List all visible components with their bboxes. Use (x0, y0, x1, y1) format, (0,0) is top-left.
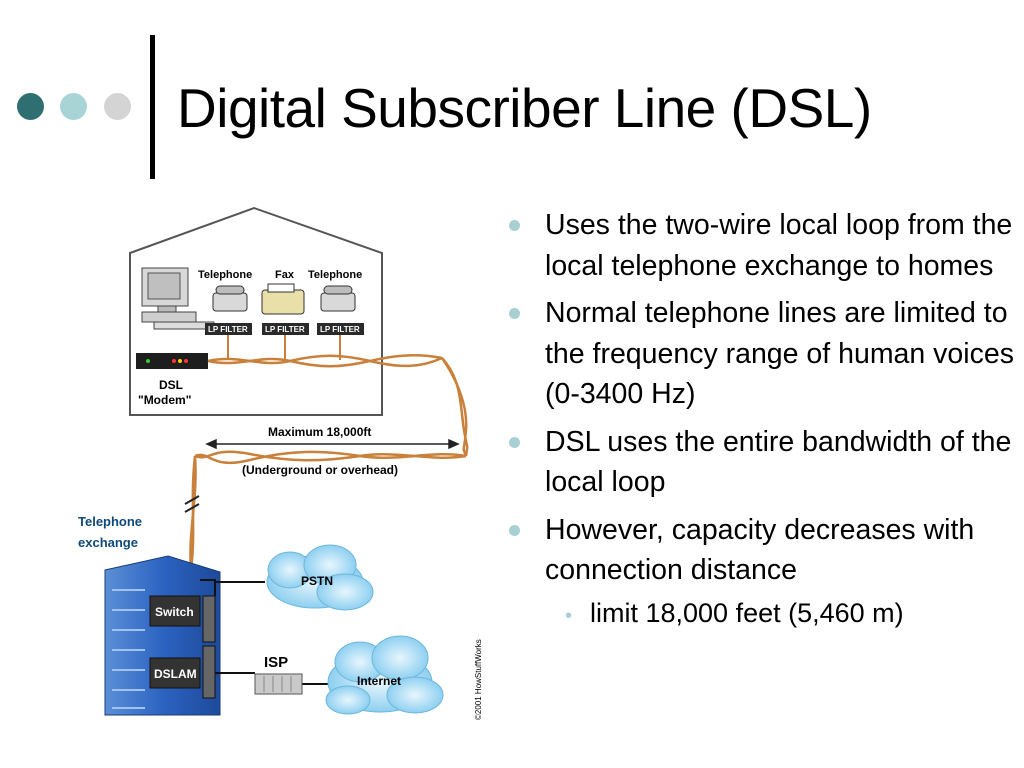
twisted-pair-line (189, 354, 469, 571)
bullet-item-2: Normal telephone lines are limited to th… (509, 293, 1019, 415)
lp-filter-3-label: LP FILTER (320, 325, 360, 334)
bullet-item-1: Uses the two-wire local loop from the lo… (509, 205, 1019, 286)
bullet-dot-grey (104, 93, 131, 120)
bullet-text: However, capacity decreases with connect… (545, 513, 975, 587)
bullet-list: Uses the two-wire local loop from the lo… (509, 205, 1019, 632)
bullet-marker (509, 524, 520, 536)
pstn-cloud (266, 544, 374, 611)
switch-rack (149, 595, 216, 643)
bullet-dot-dark (17, 93, 44, 120)
bullet-item-3: DSL uses the entire bandwidth of the loc… (509, 422, 1019, 503)
dsl-modem-icon (136, 353, 208, 369)
telephone-left-label: Telephone (198, 269, 252, 281)
sub-bullet-text: limit 18,000 feet (5,460 m) (590, 597, 904, 628)
route-label: (Underground or overhead) (242, 463, 398, 477)
pstn-label: PSTN (301, 574, 333, 588)
isp-label: ISP (264, 654, 288, 671)
lp-filter-2-label: LP FILTER (265, 325, 305, 334)
lp-filter-1-label: LP FILTER (208, 325, 248, 334)
switch-label: Switch (155, 605, 194, 619)
fax-icon (261, 283, 305, 315)
distance-label: Maximum 18,000ft (268, 425, 371, 439)
bullet-dot-light (60, 93, 87, 120)
lp-filter-2 (262, 323, 309, 335)
slide-title: Digital Subscriber Line (DSL) (177, 77, 872, 139)
bullet-marker (509, 220, 520, 231)
telephone-right-label: Telephone (308, 269, 362, 281)
telephone-right-icon (320, 285, 356, 312)
bullet-text: Normal telephone lines are limited to th… (545, 297, 1014, 410)
lp-filter-1 (205, 323, 252, 335)
title-divider (150, 35, 155, 179)
exchange-label-line2: exchange (78, 535, 138, 550)
dsl-diagram: Telephone Fax Telephone LP FILTER LP FIL… (78, 206, 483, 720)
bullet-marker (509, 436, 520, 448)
sub-bullet-marker: • (565, 604, 573, 627)
lp-filter-3 (317, 323, 364, 335)
modem-label-line1: DSL (159, 378, 183, 392)
internet-label: Internet (357, 674, 401, 688)
bullet-marker (509, 308, 520, 319)
isp-box (254, 673, 303, 695)
internet-cloud (325, 635, 444, 715)
bullet-text: DSL uses the entire bandwidth of the loc… (545, 425, 1012, 499)
computer-icon (141, 267, 215, 330)
distance-arrow (205, 438, 460, 450)
sub-bullet-item-1: • limit 18,000 feet (5,460 m) (509, 594, 1019, 632)
credit-label: ©2001 HowStuffWorks (474, 639, 483, 720)
dslam-label: DSLAM (154, 667, 197, 681)
bullet-item-4: However, capacity decreases with connect… (509, 510, 1019, 591)
exchange-label-line1: Telephone (78, 514, 142, 529)
fax-label: Fax (275, 269, 295, 281)
bullet-text: Uses the two-wire local loop from the lo… (545, 209, 1013, 282)
telephone-left-icon (212, 285, 248, 312)
dslam-rack (149, 645, 216, 699)
modem-label-line2: "Modem" (138, 393, 191, 407)
